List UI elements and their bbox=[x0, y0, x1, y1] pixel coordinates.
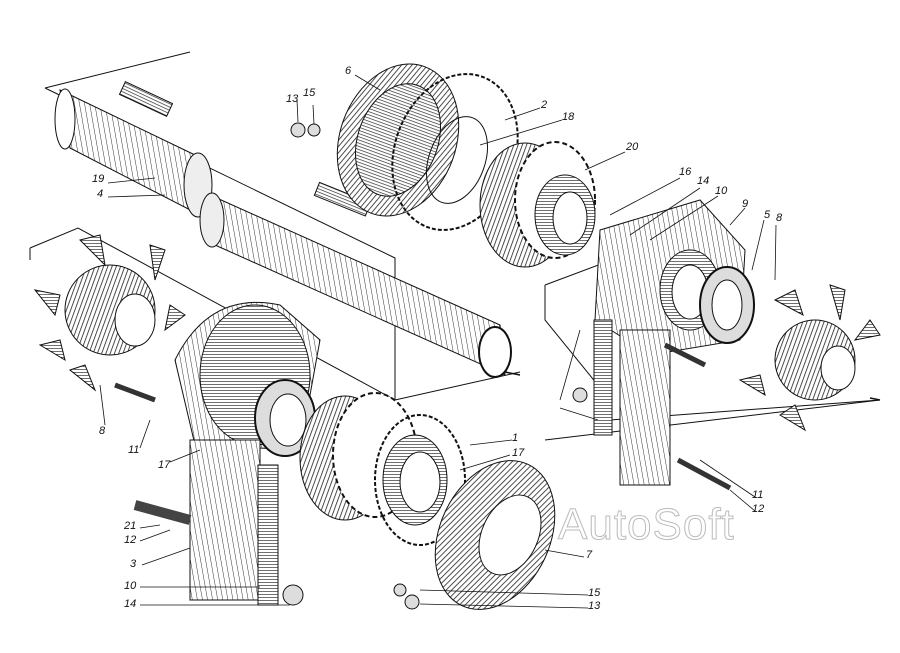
callout-2: 2 bbox=[541, 99, 548, 111]
callout-10: 10 bbox=[124, 580, 137, 592]
bearing-20 bbox=[479, 141, 596, 268]
washer-15 bbox=[307, 123, 321, 137]
callout-11: 11 bbox=[128, 444, 140, 456]
callout-19: 19 bbox=[92, 173, 105, 185]
callout-21: 21 bbox=[124, 520, 137, 532]
callout-18: 18 bbox=[562, 111, 575, 123]
callout-8: 8 bbox=[776, 212, 783, 224]
cover-7 bbox=[393, 460, 556, 610]
callout-13: 13 bbox=[588, 600, 601, 612]
callout-14: 14 bbox=[124, 598, 137, 610]
callout-5: 5 bbox=[764, 209, 771, 221]
callout-15: 15 bbox=[303, 87, 316, 99]
callout-20: 20 bbox=[626, 141, 639, 153]
star-wheel-right bbox=[738, 284, 881, 432]
callout-17: 17 bbox=[158, 459, 171, 471]
callout-12: 12 bbox=[124, 534, 137, 546]
cover-6 bbox=[336, 63, 519, 231]
callout-14: 14 bbox=[697, 175, 710, 187]
callout-16: 16 bbox=[679, 166, 692, 178]
callout-11: 11 bbox=[752, 489, 764, 501]
housing-right bbox=[593, 199, 755, 491]
star-wheel-left bbox=[33, 234, 186, 403]
callout-1: 1 bbox=[512, 432, 519, 444]
callout-10: 10 bbox=[715, 185, 728, 197]
callout-15: 15 bbox=[588, 587, 601, 599]
watermark: AutoSoft bbox=[558, 500, 735, 550]
housing-left bbox=[133, 301, 321, 606]
callout-9: 9 bbox=[742, 198, 749, 210]
callout-3: 3 bbox=[130, 558, 137, 570]
callout-17: 17 bbox=[512, 447, 525, 459]
nut-13 bbox=[290, 122, 306, 138]
callout-12: 12 bbox=[752, 503, 765, 515]
callout-7: 7 bbox=[586, 549, 593, 561]
callout-6: 6 bbox=[345, 65, 352, 77]
callout-13: 13 bbox=[286, 93, 299, 105]
callout-4: 4 bbox=[97, 188, 104, 200]
bearing-lower bbox=[299, 392, 466, 546]
shaft-upper bbox=[54, 81, 213, 218]
callout-8: 8 bbox=[99, 425, 106, 437]
